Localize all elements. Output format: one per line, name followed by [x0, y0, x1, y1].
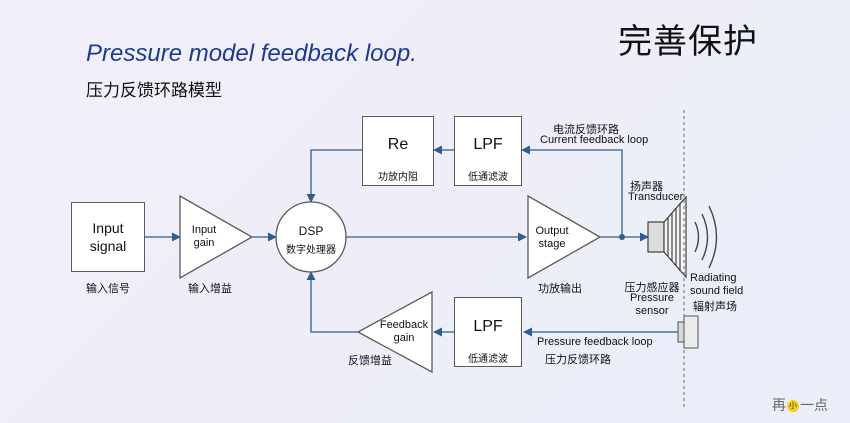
wire-fbgain-to-dsp: [306, 271, 358, 333]
feedback-gain-triangle: [356, 290, 433, 374]
radiating-label-cn: 辐射声场: [693, 300, 737, 313]
pressure-loop-label-cn: 压力反馈环路: [545, 353, 611, 366]
dsp-circle: [275, 201, 347, 273]
re-sublabel: 功放内阻: [378, 172, 418, 183]
input-signal-block: Input signal: [71, 202, 145, 272]
corner-heading: 完善保护: [618, 22, 758, 62]
pressure-sensor-label-cn: 压力感应器: [624, 281, 680, 294]
lpf-top-label: LPF: [473, 136, 503, 153]
lpf-bottom-sublabel: 低通滤波: [468, 354, 508, 365]
logo-part3: 一点: [800, 398, 828, 414]
logo-part1: 再: [772, 398, 786, 414]
junction-node: [619, 234, 625, 240]
current-loop-label-en: Current feedback loop: [540, 134, 649, 146]
diagram-title-cn: 压力反馈环路模型: [86, 81, 222, 101]
transducer-label-en: Transducer: [628, 191, 684, 203]
current-loop-label-cn: 电流反馈环路: [553, 123, 619, 136]
feedback-gain-caption: 反馈增益: [348, 354, 392, 367]
input-gain-triangle: [179, 194, 254, 280]
input-signal-caption: 输入信号: [86, 282, 130, 295]
diagram-title-en: Pressure model feedback loop.: [86, 40, 417, 67]
feedback-gain-label: Feedback gain: [379, 319, 429, 344]
dsp-sublabel: 数字处理器: [286, 245, 336, 256]
lpf-bottom-label: LPF: [473, 318, 503, 335]
input-gain-label: Input gain: [191, 224, 217, 249]
pressure-loop-label-en: Pressure feedback loop: [537, 336, 653, 348]
output-stage-caption: 功放输出: [538, 282, 582, 295]
input-gain-caption: 输入增益: [188, 282, 232, 295]
sound-waves-icon: [694, 205, 718, 269]
pressure-sensor-label-en: Pressure sensor: [629, 292, 675, 317]
wire-current-loop: [580, 149, 623, 237]
wire-re-to-dsp: [306, 149, 362, 203]
lpf-top-block: LPF 低通滤波: [454, 116, 522, 186]
output-stage-triangle: [527, 194, 602, 280]
re-label: Re: [387, 136, 409, 153]
lpf-top-sublabel: 低通滤波: [468, 172, 508, 183]
transducer-label-cn: 扬声器: [630, 180, 663, 193]
re-block: Re 功放内阻: [362, 116, 434, 186]
input-signal-label: Input signal: [89, 220, 127, 254]
lpf-bottom-block: LPF 低通滤波: [454, 297, 522, 367]
dsp-label: DSP: [298, 224, 324, 238]
speaker-icon: [647, 195, 687, 279]
pressure-sensor-icon: [677, 315, 699, 349]
radiating-label-en: Radiating sound field: [690, 272, 744, 297]
watermark-logo: 再小一点: [772, 395, 828, 415]
output-stage-label: Output stage: [535, 225, 569, 250]
logo-part2: 小: [787, 400, 799, 412]
